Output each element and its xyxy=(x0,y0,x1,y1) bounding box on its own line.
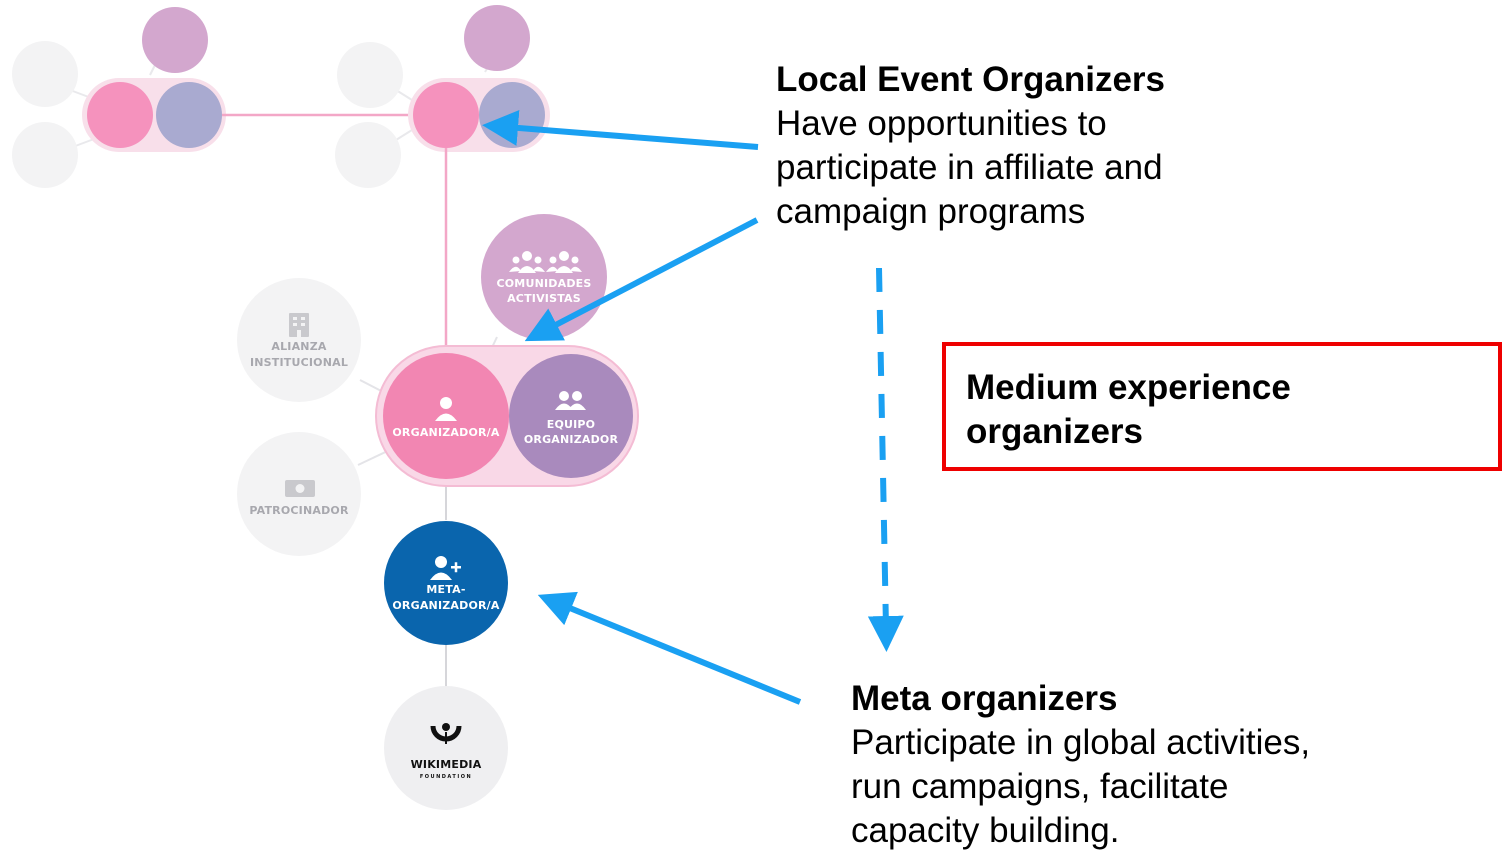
comunidades-node: COMUNIDADES ACTIVISTAS xyxy=(481,214,607,340)
medium-experience-text: Medium experience organizers xyxy=(966,366,1366,454)
meta-label-1: META- xyxy=(426,583,465,596)
building-icon xyxy=(289,313,309,337)
medium-line: Medium experience xyxy=(966,368,1291,407)
users-icon xyxy=(555,391,586,410)
community-icon xyxy=(509,251,582,273)
faded-node xyxy=(12,122,78,188)
periwinkle-node xyxy=(156,82,222,148)
meta-organizers-line: capacity building. xyxy=(851,811,1120,850)
local-organizers-line: campaign programs xyxy=(776,192,1086,231)
meta-organizers-title: Meta organizers xyxy=(851,679,1118,718)
meta-organizers-annotation: Meta organizers Participate in global ac… xyxy=(851,677,1411,853)
organizador-label: ORGANIZADOR/A xyxy=(392,426,500,439)
medium-line: organizers xyxy=(966,412,1143,451)
top-left-cluster xyxy=(12,7,226,188)
local-organizers-line: participate in affiliate and xyxy=(776,148,1163,187)
money-icon xyxy=(285,480,315,497)
medium-experience-box: Medium experience organizers xyxy=(942,342,1502,471)
lavender-node xyxy=(142,7,208,73)
patrocinador-label: PATROCINADOR xyxy=(249,504,349,517)
meta-organizers-line: Participate in global activities, xyxy=(851,723,1311,762)
arrow-to-local-organizer xyxy=(482,110,759,150)
organizer-team-pill: EQUIPO ORGANIZADOR ORGANIZADOR/A xyxy=(375,345,639,487)
periwinkle-node xyxy=(479,82,545,148)
comunidades-label-2: ACTIVISTAS xyxy=(507,292,581,305)
dashed-progression-arrow xyxy=(867,267,904,652)
annotation-arrows xyxy=(482,110,904,705)
pink-node xyxy=(87,82,153,148)
meta-label-2: ORGANIZADOR/A xyxy=(392,599,500,612)
meta-organizers-line: run campaigns, facilitate xyxy=(851,767,1229,806)
wikimedia-label: WIKIMEDIA xyxy=(411,758,482,771)
faded-node xyxy=(337,42,403,108)
alianza-label-2: INSTITUCIONAL xyxy=(250,356,348,369)
patrocinador-node: PATROCINADOR xyxy=(237,432,361,556)
alianza-node: ALIANZA INSTITUCIONAL xyxy=(237,278,361,402)
foundation-label: FOUNDATION xyxy=(420,774,472,780)
user-plus-icon xyxy=(430,556,461,580)
equipo-organizador-node: EQUIPO ORGANIZADOR xyxy=(509,354,633,478)
wikimedia-logo-icon xyxy=(430,723,462,744)
local-organizers-annotation: Local Event Organizers Have opportunitie… xyxy=(776,58,1296,234)
top-right-cluster xyxy=(335,5,550,188)
organizador-node: ORGANIZADOR/A xyxy=(383,353,509,479)
pink-node xyxy=(413,82,479,148)
equipo-label-2: ORGANIZADOR xyxy=(524,433,619,446)
arrow-to-organizador xyxy=(524,217,759,342)
local-organizers-title: Local Event Organizers xyxy=(776,60,1166,99)
alianza-label-1: ALIANZA xyxy=(271,340,327,353)
lavender-node xyxy=(464,5,530,71)
user-icon xyxy=(435,397,457,421)
faded-node xyxy=(335,122,401,188)
local-organizers-line: Have opportunities to xyxy=(776,104,1107,143)
faded-node xyxy=(12,41,78,107)
meta-organizador-node: META- ORGANIZADOR/A xyxy=(384,521,508,645)
wikimedia-node: WIKIMEDIA FOUNDATION xyxy=(384,686,508,810)
arrow-to-meta-organizador xyxy=(537,591,802,705)
comunidades-label-1: COMUNIDADES xyxy=(496,277,591,290)
equipo-label-1: EQUIPO xyxy=(547,418,596,431)
